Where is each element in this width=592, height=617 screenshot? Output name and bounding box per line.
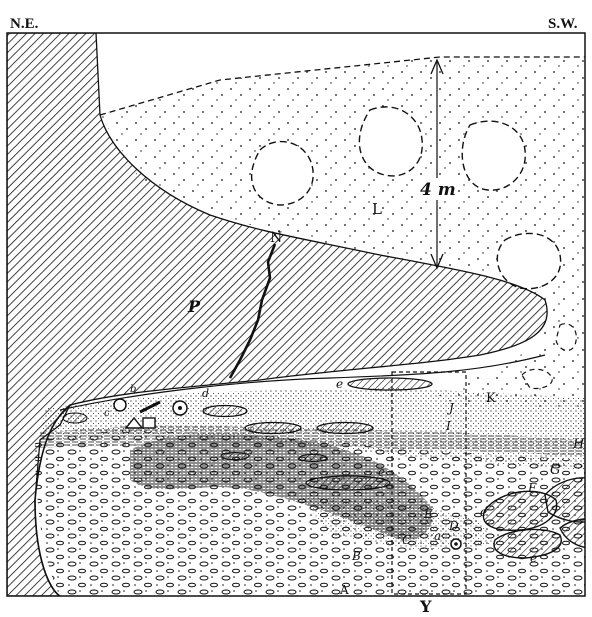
label-d: D <box>448 519 459 533</box>
label-e-lens-mid: e <box>378 465 385 479</box>
hatched-lens <box>299 455 327 462</box>
hatched-lens <box>221 453 249 460</box>
orientation-right: S.W. <box>548 16 578 32</box>
label-k: K <box>486 391 496 406</box>
label-b: B <box>351 549 361 563</box>
label-e-boulder: e <box>480 505 487 519</box>
hatched-lens-e <box>348 378 432 390</box>
label-d-lower: d <box>202 387 209 400</box>
dashed-inclusion <box>252 142 314 205</box>
dashed-inclusion <box>497 233 560 288</box>
orientation-left: N.E. <box>10 16 39 32</box>
section-marker-y: Y <box>419 597 432 616</box>
label-p: P <box>187 297 201 316</box>
label-e-lens-top: e <box>336 377 343 391</box>
label-a-upper: A <box>339 583 349 597</box>
hatched-lens <box>63 413 87 423</box>
hatched-lens <box>203 406 247 417</box>
object-c-block <box>143 418 155 428</box>
object-b <box>114 399 126 411</box>
label-n: N <box>270 230 282 246</box>
label-c-lower: c <box>104 408 110 419</box>
hatched-lens <box>245 423 301 434</box>
dashed-inclusion <box>462 121 525 190</box>
label-i: I <box>445 419 451 433</box>
hatched-lens <box>317 423 373 434</box>
label-f: F <box>527 481 537 495</box>
object-a-dot <box>454 542 458 546</box>
label-a-lower: a <box>434 529 441 543</box>
label-c: C <box>402 533 411 547</box>
label-e-bottom: e <box>530 551 537 565</box>
object-dot <box>178 406 182 410</box>
label-e: E <box>423 507 433 521</box>
label-g: G <box>550 463 560 478</box>
label-l: L <box>372 200 382 218</box>
label-b-lower: b <box>130 384 136 395</box>
label-h: H <box>572 437 585 452</box>
measure-label: 4 m <box>420 180 456 200</box>
